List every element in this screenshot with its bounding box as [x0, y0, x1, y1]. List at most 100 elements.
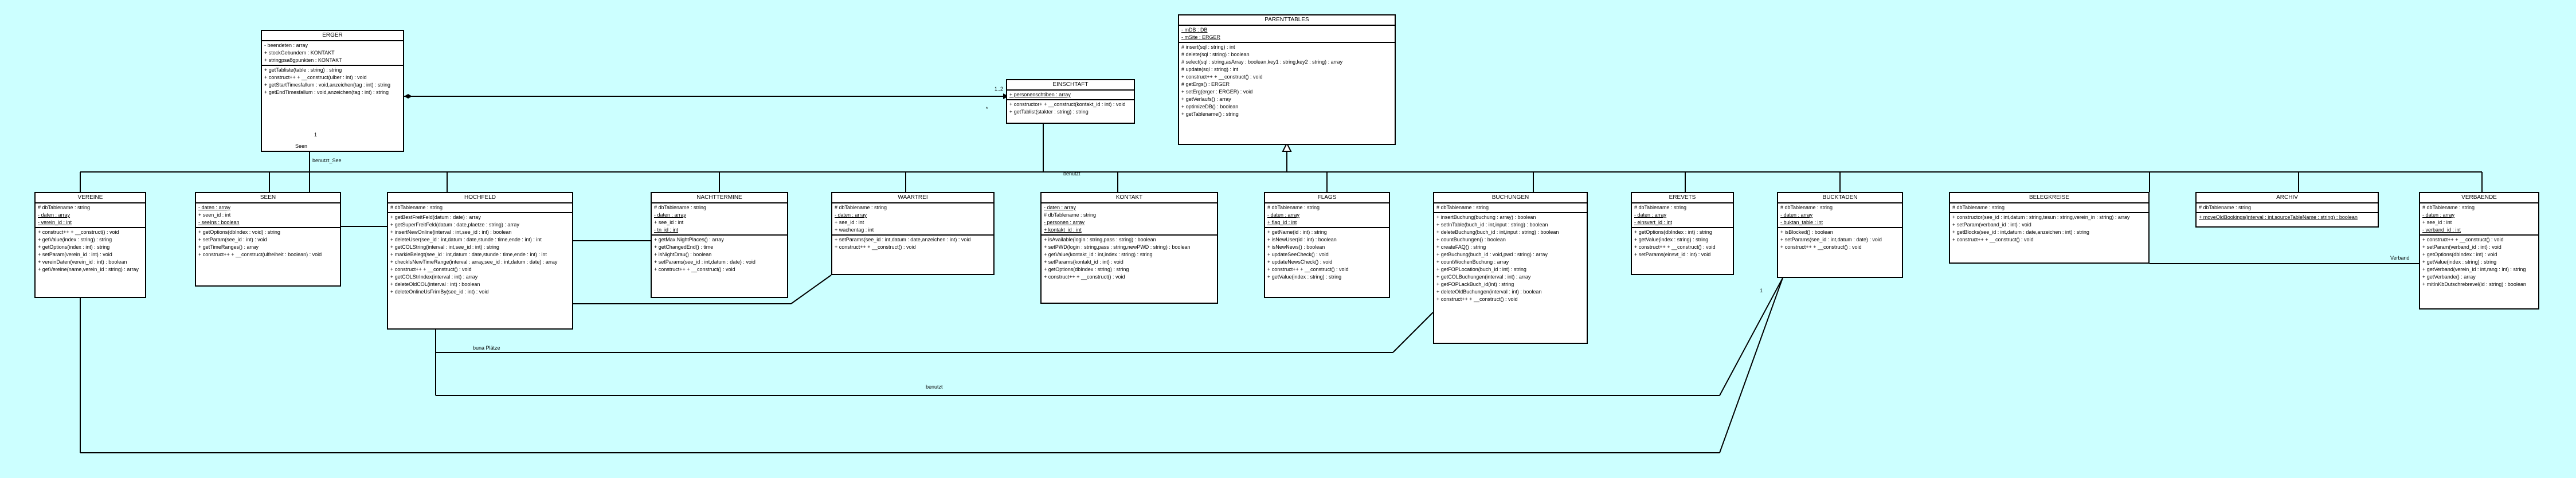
class-operations: + construct++ + __construct() : void + s…	[2420, 236, 2538, 289]
operation: + getOptions(dbIndex : int) : void	[2422, 252, 2497, 257]
class-title: VERBAENDE	[2420, 193, 2538, 203]
operation: + insertBuchung(buchung : array) : boole…	[1436, 214, 1536, 220]
class-attributes: # dbTablename : string - daten : array +…	[652, 203, 787, 236]
operation: + construct++ + __construct() : void	[1780, 244, 1862, 250]
operation: + setParam(verein_id : int) : void	[38, 252, 112, 257]
operation: + getVerlaufs() : array	[1181, 96, 1231, 102]
class-operations: + getOptions(dbIndex : void) : string + …	[196, 228, 340, 259]
operation: + constructor+ + __construct(kontakt_id …	[1009, 101, 1126, 107]
class-operations: + constructor(see_id : int,datum : strin…	[1950, 213, 2148, 244]
class-title: EINSCHTAFT	[1007, 80, 1134, 91]
attribute: - personen : array	[1044, 220, 1085, 225]
operation: + getStartTimesfallum : void,anzeichen(t…	[264, 82, 391, 88]
class-operations: + getTabliste(table : string) : string +…	[262, 66, 403, 97]
operation: + checkIsNewTimeRange(interval : array,s…	[390, 259, 558, 265]
operation: + getOptions(dbIndex : int) : string	[1634, 229, 1712, 235]
class-title: HOCHFELD	[388, 193, 572, 203]
operation: + getCOLBuchungen(interval : int) : arra…	[1436, 274, 1531, 280]
class-vereine: VEREINE # dbTablename : string - daten :…	[34, 192, 146, 298]
attribute: - einsvert_id : int	[1634, 220, 1673, 225]
operation: + deleteOldBuchungen(interval : int) : b…	[1436, 289, 1542, 295]
association-label: benutzt	[926, 384, 943, 390]
class-operations: + moveOldBookings(interval : int,sourceT…	[2197, 213, 2378, 222]
class-attributes: + personenschtiben : array	[1007, 91, 1134, 100]
class-title: BELEGKREISE	[1950, 193, 2148, 203]
operation: + getBestFreitFeld(datum : date) : array	[390, 214, 481, 220]
attribute: - beendeten : array	[264, 42, 308, 48]
operation: + deleteOnlineUsFrimBy(see_id : int) : v…	[390, 289, 489, 295]
attribute: # dbTablename : string	[1780, 205, 1833, 210]
class-waartrei: WAARTREI # dbTablename : string - daten …	[831, 192, 995, 275]
attribute: - buktan_table : int	[1780, 220, 1823, 225]
class-title: VEREINE	[36, 193, 145, 203]
operation: + getMax.NightPlaces() : array	[654, 237, 724, 242]
attribute: - daten : array	[1044, 205, 1076, 210]
class-attributes: # dbTablename : string	[1950, 203, 2148, 213]
attribute: - daten : array	[38, 212, 71, 218]
attribute: + stockGebundem : KONTAKT	[264, 50, 335, 56]
operation: + deleteOldCOL(interval : int) : boolean	[390, 281, 480, 287]
attribute: - daten : array	[835, 212, 867, 218]
class-attributes: # dbTablename : string	[388, 203, 572, 213]
attribute: - daten : array	[198, 205, 231, 210]
operation: + setInTable(buch_id : int,input : strin…	[1436, 222, 1548, 228]
class-attributes: # dbTablename : string	[1434, 203, 1587, 213]
operation: + getCOLStrIndex(interval : int) : array	[390, 274, 478, 280]
attribute: # dbTablename : string	[1952, 205, 2005, 210]
class-archiv: ARCHIV # dbTablename : string + moveOldB…	[2195, 192, 2379, 228]
operation: + getValue(index : string) : string	[2422, 259, 2497, 265]
class-attributes: # dbTablename : string - daten : array +…	[1265, 203, 1389, 228]
operation: + countBuchungen() : boolean	[1436, 237, 1506, 242]
class-attributes: - mDB : DB - mSite : ERGER	[1179, 26, 1395, 43]
class-title: ERGER	[262, 31, 403, 41]
association-label: benutzt_See	[312, 158, 342, 163]
operation: + optimizeDB() : boolean	[1181, 104, 1239, 109]
class-title: WAARTREI	[832, 193, 993, 203]
class-attributes: # dbTablename : string - daten : array +…	[2420, 203, 2538, 236]
multiplicity-label: 1	[314, 132, 318, 138]
attribute: + kontakt_id : int	[1044, 227, 1082, 233]
class-operations: # insert(sql : string) : int # delete(sq…	[1179, 43, 1395, 119]
operation: + getEndTimesfallum : void,anzeichen(tag…	[264, 89, 389, 95]
operation: + isNightDrau() : boolean	[654, 252, 712, 257]
class-operations: + construct++ + __construct() : void + g…	[36, 228, 145, 274]
operation: + isNewUser(id : int) : boolean	[1267, 237, 1337, 242]
operation: + construct++ + __construct() : void	[654, 267, 735, 272]
class-attributes: # dbTablename : string	[2197, 203, 2378, 213]
association-label: benutzt	[1063, 171, 1080, 177]
operation: + setParams(see_id : int,datum : date) :…	[654, 259, 755, 265]
operation: + setParam(verband_id : int) : void	[1952, 222, 2031, 228]
class-flags: FLAGS # dbTablename : string - daten : a…	[1264, 192, 1390, 298]
attribute: - daten : array	[1634, 212, 1667, 218]
operation: + construct++ + __construct() : void	[835, 244, 916, 250]
class-operations: + getMax.NightPlaces() : array + getChan…	[652, 236, 787, 274]
operation: # update(sql : string) : int	[1181, 66, 1239, 72]
class-attributes: # dbTablename : string - daten : array +…	[832, 203, 993, 236]
operation: + isBlocked() : boolean	[1780, 229, 1833, 235]
class-title: SEEN	[196, 193, 340, 203]
attribute: - daten : array	[1780, 212, 1813, 218]
operation: + setPWD(login : string,pass : string,ne…	[1044, 244, 1191, 250]
attribute: - verband_id : int	[2422, 227, 2461, 233]
association-label: Verband	[2390, 255, 2410, 261]
class-operations: + getBestFreitFeld(datum : date) : array…	[388, 213, 572, 296]
attribute: - mSite : ERGER	[1181, 34, 1221, 40]
class-hochfeld: HOCHFELD # dbTablename : string + getBes…	[387, 192, 573, 330]
operation: + construct++ + __construct() : void	[390, 267, 472, 272]
operation: + construct++ + __construct() : void	[1952, 237, 2034, 242]
operation: + setParams(see_id : int,datum : date,an…	[835, 237, 971, 242]
attribute: + wachentag : int	[835, 227, 874, 233]
attribute: - daten : array	[2422, 212, 2455, 218]
attribute: - mDB : DB	[1181, 27, 1208, 33]
operation: + getVerbande() : array	[2422, 274, 2476, 280]
operation: + deleteBuchung(buch_id : int,input : st…	[1436, 229, 1559, 235]
operation: # select(sql : string,asArray : boolean,…	[1181, 59, 1343, 65]
operation: + getOptions(dbIndex : void) : string	[198, 229, 280, 235]
operation: + getName(id : int) : string	[1267, 229, 1327, 235]
class-attributes: - daten : array # dbTablename : string -…	[1042, 203, 1217, 236]
operation: + deleteUser(see_id : int,datum : date,s…	[390, 237, 542, 242]
attribute: + stringpsa8gpunkten : KONTAKT	[264, 57, 342, 63]
operation: + isAvailable(login : string,pass : stri…	[1044, 237, 1156, 242]
operation: + markieBelegt(see_id : int,datum : date…	[390, 252, 547, 257]
